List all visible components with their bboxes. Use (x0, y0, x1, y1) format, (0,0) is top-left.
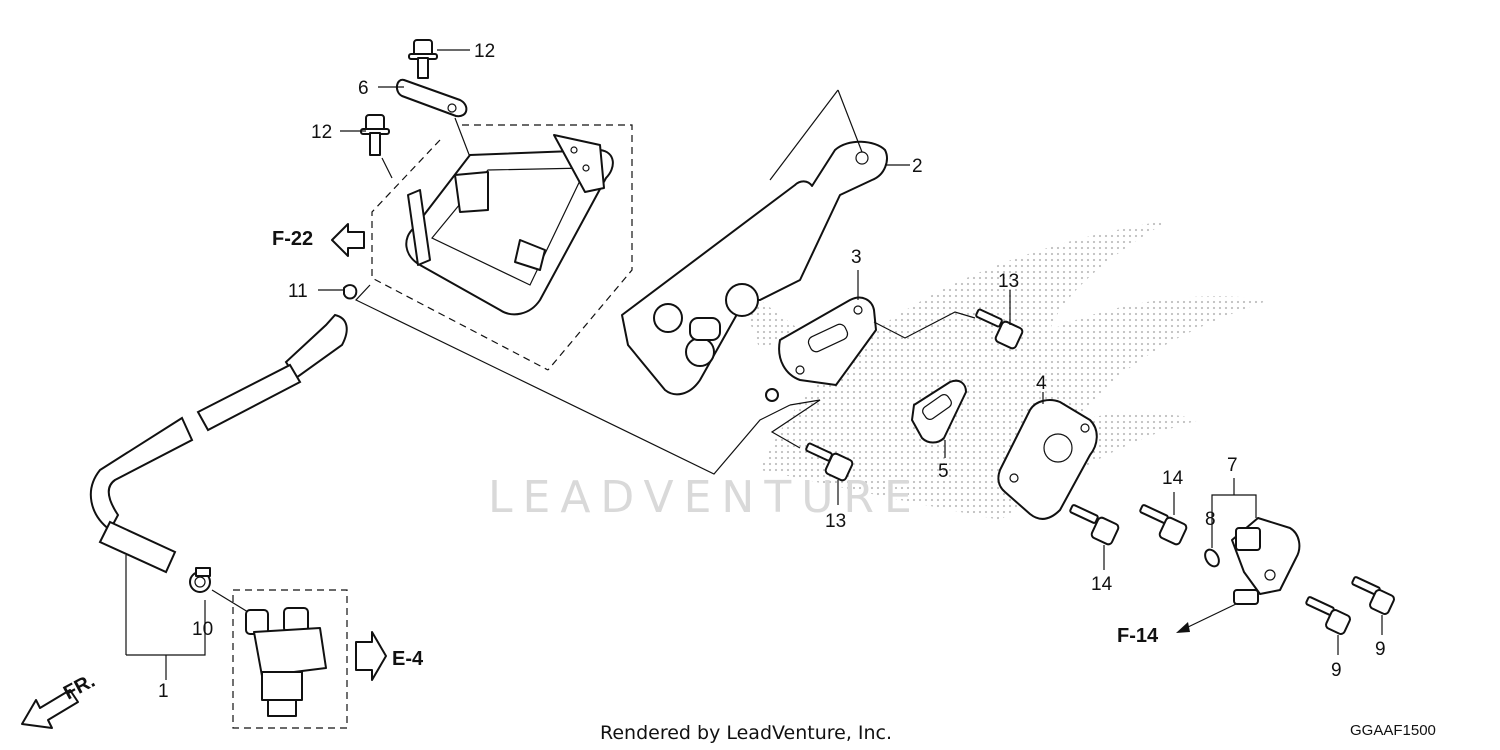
callout-9-right: 9 (1375, 639, 1386, 660)
callout-14-lower: 14 (1091, 574, 1113, 595)
diagram-code: GGAAF1500 (1350, 722, 1436, 739)
callout-2: 2 (912, 156, 923, 177)
callout-12-top: 12 (474, 41, 495, 62)
callout-7: 7 (1227, 455, 1238, 476)
flange-3-icon (765, 270, 976, 402)
hose-1-icon (90, 313, 348, 680)
bolt-9-right-icon (1351, 576, 1395, 635)
leader-11-line (355, 284, 791, 475)
callout-8: 8 (1205, 509, 1216, 530)
bolt-12-top-icon (408, 39, 470, 79)
fuel-valve-assembly (232, 589, 348, 729)
callout-11: 11 (288, 281, 308, 302)
ref-f22-arrow (331, 223, 365, 257)
rendered-by-footer: Rendered by LeadVenture, Inc. (600, 722, 892, 744)
cover-4-icon (997, 392, 1098, 520)
ref-e4-arrow (355, 631, 387, 681)
ref-e4-label: E-4 (392, 648, 424, 670)
ref-f14-label: F-14 (1117, 625, 1159, 647)
bolt-13-upper-icon (975, 290, 1024, 350)
callout-14-upper: 14 (1162, 468, 1184, 489)
callout-1: 1 (158, 681, 169, 702)
heat-shield-2-icon (621, 89, 910, 396)
bolt-9-left-icon (1305, 596, 1351, 655)
callout-5: 5 (938, 461, 949, 482)
ref-f14-arrow (1176, 589, 1259, 633)
bolt-14-right-icon (1139, 492, 1188, 546)
clip-11-icon (318, 284, 358, 300)
gasket-5-icon (911, 379, 967, 458)
callout-13-upper: 13 (998, 271, 1019, 292)
ref-f22-label: F-22 (272, 228, 313, 250)
front-direction-arrow (21, 689, 79, 729)
sensor-7-icon (1211, 478, 1301, 595)
clamp-10-icon (189, 567, 249, 613)
o-ring-8-icon (1204, 530, 1220, 568)
callout-12-left: 12 (311, 122, 332, 143)
bracket-frame-assembly (371, 124, 633, 371)
bolt-12-left-icon (340, 114, 393, 179)
callout-13-lower: 13 (825, 511, 846, 532)
callout-4: 4 (1036, 373, 1047, 394)
callout-10: 10 (192, 619, 213, 640)
bolt-14-left-icon (1069, 504, 1120, 570)
watermark-text: LEADVENTURE (488, 472, 922, 523)
callout-9-left: 9 (1331, 660, 1342, 681)
watermark-wing-shape (720, 220, 1270, 520)
callout-6: 6 (358, 78, 369, 99)
callout-3: 3 (851, 247, 862, 268)
bolt-13-lower-icon (770, 399, 854, 505)
